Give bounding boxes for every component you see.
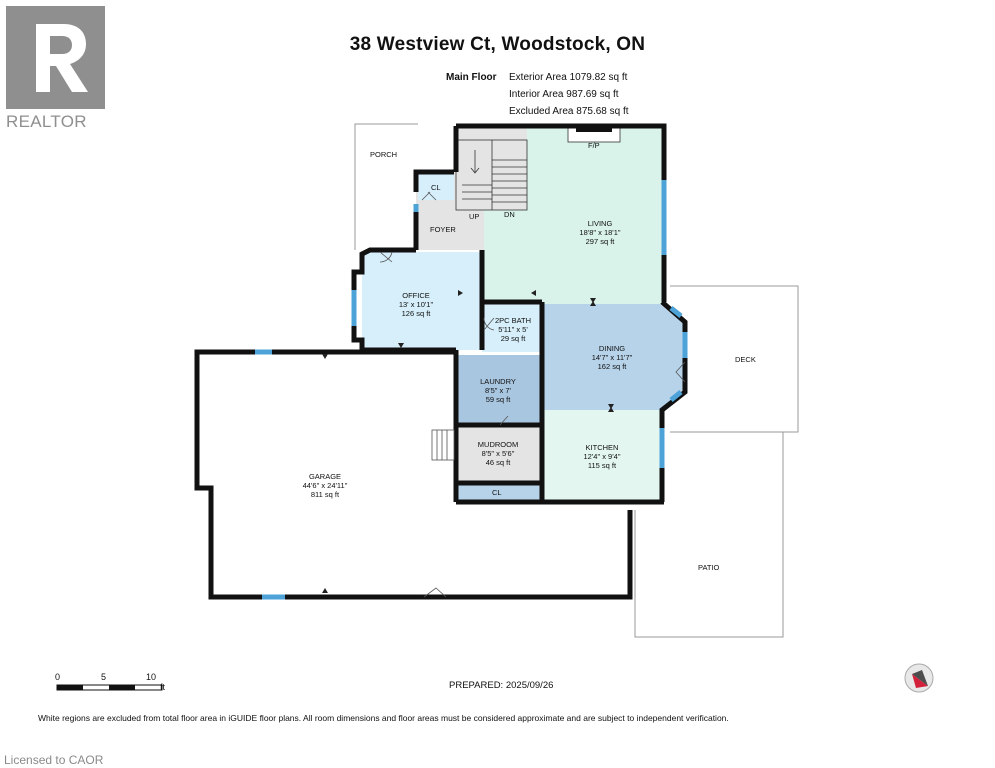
office-fill xyxy=(362,252,482,350)
label-porch: PORCH xyxy=(370,150,398,159)
stair-treads-up xyxy=(462,184,492,200)
dimension-markers xyxy=(322,290,614,593)
scale-unit: ft xyxy=(160,682,166,692)
wall-office xyxy=(351,247,456,353)
door-mudroom xyxy=(499,415,509,426)
floor-label: Main Floor xyxy=(446,72,497,83)
realtor-logo-icon xyxy=(6,6,105,109)
window-dining-1 xyxy=(669,306,683,318)
window-dining-3 xyxy=(669,390,683,402)
area-interior: Interior Area 987.69 sq ft xyxy=(509,89,619,100)
area-excluded: Excluded Area 875.68 sq ft xyxy=(509,106,629,117)
deck-outline xyxy=(670,285,799,433)
patio-outline xyxy=(634,432,784,638)
scale-tick-5: 5 xyxy=(101,672,107,682)
label-up: UP xyxy=(469,212,480,221)
licensed-to: Licensed to CAOR xyxy=(4,753,104,767)
laundry-fill xyxy=(456,355,540,425)
wall-garage xyxy=(194,349,633,600)
door-garage xyxy=(423,587,447,598)
walls xyxy=(194,123,688,600)
door-bath xyxy=(483,317,495,331)
label-fp: F/P xyxy=(588,141,600,150)
door-foyer xyxy=(421,191,437,201)
doors xyxy=(379,191,686,598)
dining-fill xyxy=(540,304,685,410)
cl-bottom-fill xyxy=(456,483,540,501)
garage-steps xyxy=(431,429,455,461)
area-exterior: Exterior Area 1079.82 sq ft xyxy=(509,72,628,83)
cl-top-fill xyxy=(418,174,454,200)
room-fills xyxy=(362,126,685,502)
door-office xyxy=(379,251,393,263)
scale-bar xyxy=(56,684,163,691)
scale-tick-10: 10 xyxy=(146,672,157,682)
door-dining xyxy=(675,361,686,383)
label-foyer: FOYER xyxy=(430,225,456,234)
kitchen-fill xyxy=(542,410,662,502)
label-dn: DN xyxy=(504,210,515,219)
stairs xyxy=(455,139,528,211)
scale-tick-0: 0 xyxy=(55,672,61,682)
realtor-logo-text: REALTOR xyxy=(6,112,87,131)
mudroom-fill xyxy=(456,425,540,483)
compass-icon xyxy=(904,663,934,693)
label-cl-top: CL xyxy=(431,183,441,192)
page-title: 38 Westview Ct, Woodstock, ON xyxy=(349,34,646,55)
disclaimer: White regions are excluded from total fl… xyxy=(38,713,729,723)
stair-treads-dn xyxy=(492,159,527,203)
label-cl-bottom: CL xyxy=(492,488,502,497)
label-patio: PATIO xyxy=(698,563,720,572)
porch-outline xyxy=(354,123,418,250)
label-deck: DECK xyxy=(735,355,756,364)
windows xyxy=(255,180,688,600)
bath-fill xyxy=(482,304,540,352)
prepared-date: PREPARED: 2025/09/26 xyxy=(449,680,554,691)
